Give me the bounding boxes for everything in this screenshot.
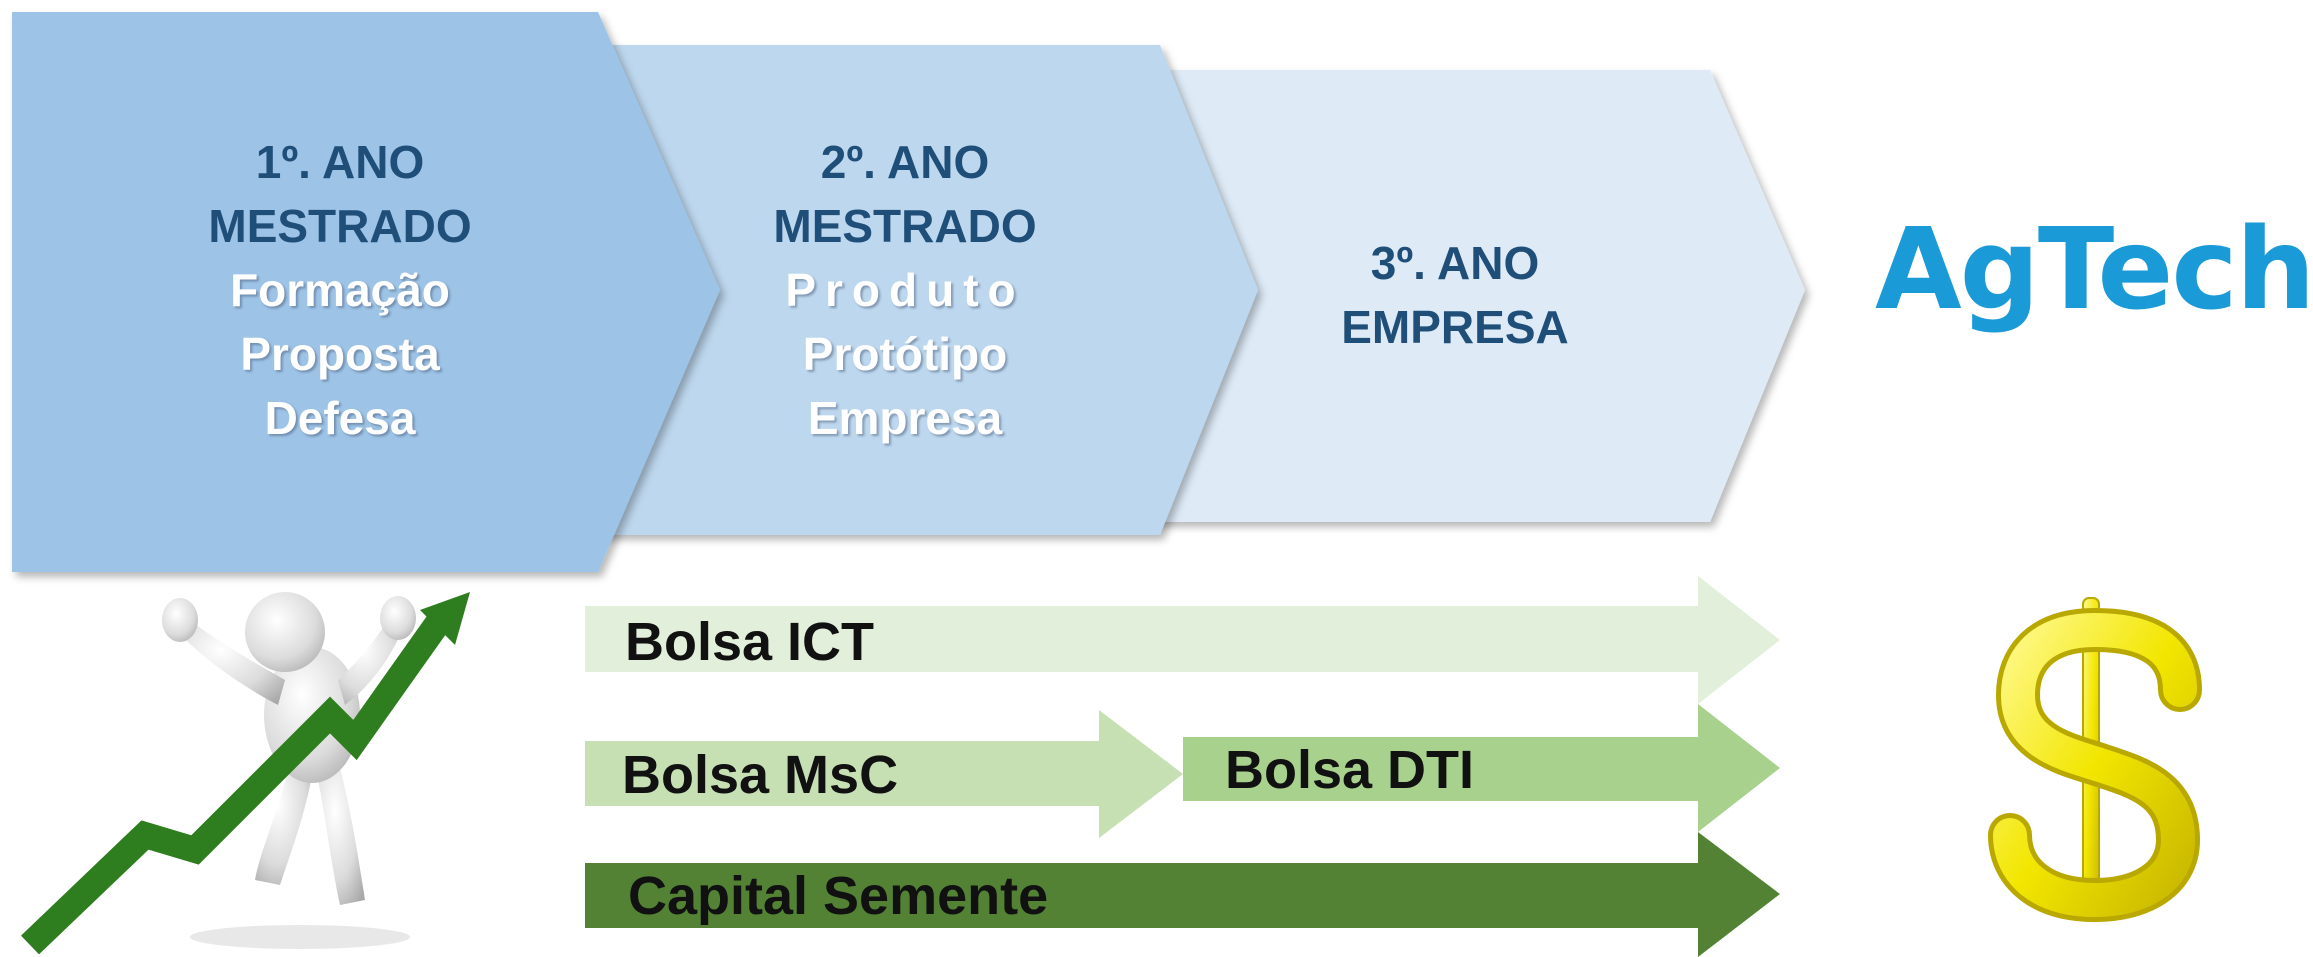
phase-2-year: 2º. ANO [820, 136, 990, 188]
phase-2-item-1: Produto [785, 264, 1025, 316]
phase-1-text: 1º. ANO MESTRADO Formação Proposta Defes… [60, 130, 620, 450]
bolsa-msc-arrow [585, 710, 1183, 838]
bolsa-dti-label: Bolsa DTI [1225, 740, 1475, 800]
bolsa-msc-label: Bolsa MsC [622, 745, 899, 805]
phase-3-year: 3º. ANO [1370, 237, 1540, 289]
capital-semente-label: Capital Semente [628, 866, 1049, 926]
bolsa-ict-label: Bolsa ICT [625, 612, 875, 672]
dollar-sign-icon [1988, 597, 2202, 923]
phase-2-text: 2º. ANO MESTRADO Produto Protótipo Empre… [625, 130, 1185, 450]
phase-1-year: 1º. ANO [255, 136, 425, 188]
capital-semente-arrow [585, 832, 1780, 957]
phase-3-chevron [1150, 70, 1805, 522]
phase-3-text: 3º. ANO EMPRESA [1180, 230, 1730, 360]
phase-3-type: EMPRESA [1341, 301, 1569, 353]
phase-1-item-3: Defesa [264, 392, 416, 444]
phase-1-chevron [12, 12, 720, 572]
bolsa-dti-arrow [1183, 704, 1780, 832]
agtech-logo: AgTech [1875, 205, 2313, 335]
phase-2-item-3: Empresa [807, 392, 1003, 444]
phase-1-type: MESTRADO [208, 200, 472, 252]
phase-2-item-2: Protótipo [802, 328, 1008, 380]
bolsa-ict-arrow [585, 576, 1780, 704]
person-growth-arrow-icon [21, 592, 470, 955]
phase-1-item-2: Proposta [240, 328, 440, 380]
phase-1-item-1: Formação [230, 264, 450, 316]
phase-2-chevron [600, 45, 1258, 535]
phase-2-type: MESTRADO [773, 200, 1037, 252]
